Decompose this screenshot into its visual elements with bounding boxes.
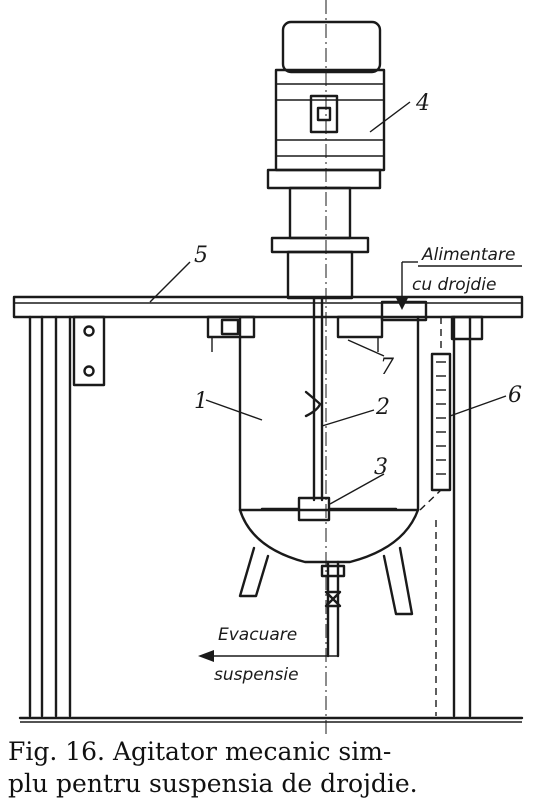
- electric-motor: [266, 20, 386, 300]
- leader-lines: [149, 101, 507, 505]
- agitator-diagram: 4 5 1 2 3 6 7 Alimentare cu drojdie Evac…: [12, 0, 524, 735]
- label-valve: 7: [380, 355, 394, 380]
- inlet-label-line1: Alimentare: [421, 245, 515, 265]
- inlet-label-line2: cu drojdie: [412, 275, 496, 295]
- outlet-pipe: [198, 560, 346, 662]
- label-impeller: 3: [374, 455, 388, 480]
- feed-pipe: [396, 261, 418, 310]
- label-shaft: 2: [375, 395, 390, 420]
- label-gauge: 6: [508, 383, 522, 408]
- level-gauge: [419, 317, 452, 716]
- support-platform: [12, 295, 524, 319]
- support-frame: [18, 315, 524, 723]
- label-motor: 4: [415, 91, 430, 116]
- figure-caption: Fig. 16. Agitator mecanic sim- plu pentr…: [8, 736, 528, 800]
- impeller: [260, 496, 398, 522]
- label-tank: 1: [194, 389, 208, 414]
- caption-line-2: plu pentru suspensia de drojdie.: [8, 769, 418, 798]
- agitator-shaft: [304, 296, 324, 502]
- label-platform: 5: [194, 243, 208, 268]
- outlet-label-line1: Evacuare: [218, 625, 297, 645]
- outlet-label-line2: suspensie: [214, 665, 299, 685]
- caption-line-1: Fig. 16. Agitator mecanic sim-: [8, 737, 392, 766]
